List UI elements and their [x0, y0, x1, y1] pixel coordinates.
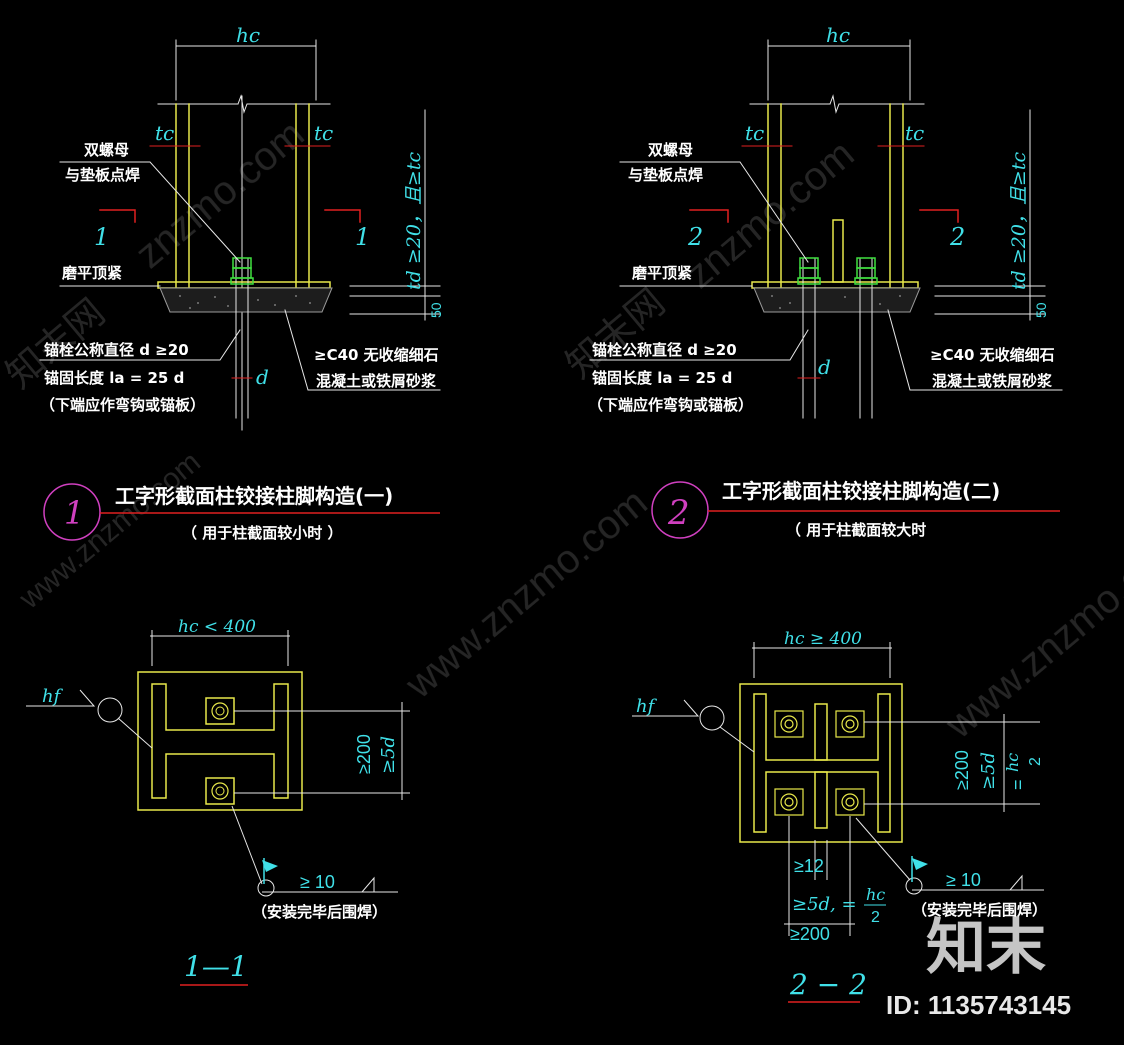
dim-tc-right: tc — [314, 121, 333, 145]
dim-bottom-frac-num: hc — [866, 885, 885, 904]
dim-bottom-frac-den: 2 — [871, 909, 880, 926]
section-mark-right: 2 — [949, 223, 965, 251]
dim-side-5d: ≥5d — [978, 752, 999, 790]
grout-label-line2: 混凝土或铁屑砂浆 — [316, 372, 437, 390]
dim-bottom-5d: ≥5d, = — [792, 894, 857, 915]
watermark-site: www.znzmo.com — [937, 520, 1124, 747]
weld-note: （安装完毕后围焊） — [252, 903, 387, 921]
grout-label-line1: ≥C40 无收缩细石 — [930, 346, 1055, 364]
weld-note: （安装完毕后围焊） — [912, 901, 1047, 919]
dim-tc-left: tc — [745, 121, 764, 145]
detail-title: 工字形截面柱铰接柱脚构造(一) — [115, 484, 393, 508]
watermark-site: www.znzmo.com — [397, 480, 656, 707]
brand-id: ID: 1135743145 — [886, 990, 1071, 1020]
nut-label-line2: 与垫板点焊 — [628, 166, 703, 184]
section-mark-left: 2 — [687, 223, 703, 251]
grind-label: 磨平顶紧 — [61, 264, 122, 282]
bolt-label-line2: 锚固长度 la = 25 d — [592, 369, 732, 387]
bolt-label-line3: （下端应作弯钩或锚板） — [40, 396, 205, 414]
watermark-site: www.znzmo.com — [13, 445, 207, 616]
dim-side-frac-den: 2 — [1027, 757, 1044, 766]
section-label: 2 − 2 — [789, 968, 867, 1001]
watermark-site: znzmo.com — [678, 132, 863, 297]
bolt-label-line2: 锚固长度 la = 25 d — [44, 369, 184, 387]
dim-top: hc ≥ 400 — [784, 629, 862, 649]
dim-d: d — [818, 355, 831, 379]
detail-title: 工字形截面柱铰接柱脚构造(二) — [722, 479, 1000, 503]
detail-2-title: 2 工字形截面柱铰接柱脚构造(二) （ 用于柱截面较大时 — [651, 479, 1060, 539]
dim-d: d — [256, 365, 269, 389]
dim-tc-right: tc — [905, 121, 924, 145]
bolt-label-line1: 锚栓公称直径 d ≥20 — [44, 341, 189, 359]
flag-icon — [262, 860, 278, 872]
section-mark-left: 1 — [94, 223, 109, 251]
bolt-label-line1: 锚栓公称直径 d ≥20 — [592, 341, 737, 359]
nut-label-line1: 双螺母 — [84, 141, 129, 159]
dim-tc-left: tc — [155, 121, 174, 145]
section-2-2 — [632, 642, 1044, 1003]
title-number-circle — [43, 483, 101, 541]
watermark-layer: znzmo.com znzmo.com www.znzmo.com www.zn… — [0, 112, 1124, 748]
detail-2-elevation — [589, 39, 1063, 419]
detail-2-labels: hc tc tc 双螺母 与垫板点焊 2 2 磨平顶紧 td ≥20，且≥tc … — [588, 23, 1055, 414]
weld-symbol: hf — [42, 686, 64, 707]
brand-watermark: 知末 ID: 1135743145 — [886, 914, 1071, 1020]
section-label: 1—1 — [184, 950, 248, 983]
dim-hc-label: hc — [826, 23, 850, 47]
nut-label-line2: 与垫板点焊 — [65, 166, 140, 184]
dim-side-5d: ≥5d — [378, 736, 399, 774]
section-2-2-labels: hc ≥ 400 hf ≥200 ≥5d = hc 2 ≥12 ≥5d, = h… — [636, 629, 1047, 1001]
dim-side-equals: = — [1008, 779, 1028, 790]
section-1-1 — [26, 630, 410, 986]
dim-50: 50 — [428, 302, 444, 318]
flag-icon — [912, 858, 928, 870]
td-vertical-note: td ≥20，且≥tc — [403, 152, 425, 290]
grout-label-line2: 混凝土或铁屑砂浆 — [932, 372, 1053, 390]
nut-label-line1: 双螺母 — [648, 141, 693, 159]
detail-1-title: 1 工字形截面柱铰接柱脚构造(一) （ 用于柱截面较小时 ） — [43, 483, 440, 542]
detail-1-elevation — [39, 39, 441, 431]
dim-side-frac-num: hc — [1003, 753, 1022, 772]
bolt-label-line3: （下端应作弯钩或锚板） — [588, 396, 753, 414]
title-number: 1 — [64, 494, 84, 532]
td-vertical-note: td ≥20，且≥tc — [1008, 152, 1030, 290]
detail-subtitle: （ 用于柱截面较大时 — [786, 521, 926, 539]
title-number: 2 — [667, 493, 690, 533]
grind-label: 磨平顶紧 — [631, 264, 692, 282]
weld-size: ≥ 10 — [946, 870, 981, 890]
weld-size: ≥ 10 — [300, 872, 335, 892]
detail-1-labels: hc tc tc 双螺母 与垫板点焊 1 1 磨平顶紧 td ≥20，且≥tc … — [40, 23, 444, 414]
detail-subtitle: （ 用于柱截面较小时 ） — [182, 524, 342, 542]
dim-bottom-12: ≥12 — [794, 856, 824, 876]
section-mark-right: 1 — [355, 223, 370, 251]
dim-side-200: ≥200 — [354, 734, 374, 774]
grout-label-line1: ≥C40 无收缩细石 — [314, 346, 439, 364]
dim-50: 50 — [1033, 302, 1049, 318]
title-number-circle — [651, 481, 709, 539]
dim-side-200: ≥200 — [952, 750, 972, 790]
dim-hc-label: hc — [236, 23, 260, 47]
dim-top: hc < 400 — [178, 617, 256, 637]
brand-logo: 知末 — [926, 914, 1046, 981]
weld-symbol: hf — [636, 696, 658, 717]
dim-bottom-200: ≥200 — [790, 924, 830, 944]
section-1-1-labels: hc < 400 hf ≥200 ≥5d ≥ 10 （安装完毕后围焊） 1—1 — [42, 617, 399, 983]
